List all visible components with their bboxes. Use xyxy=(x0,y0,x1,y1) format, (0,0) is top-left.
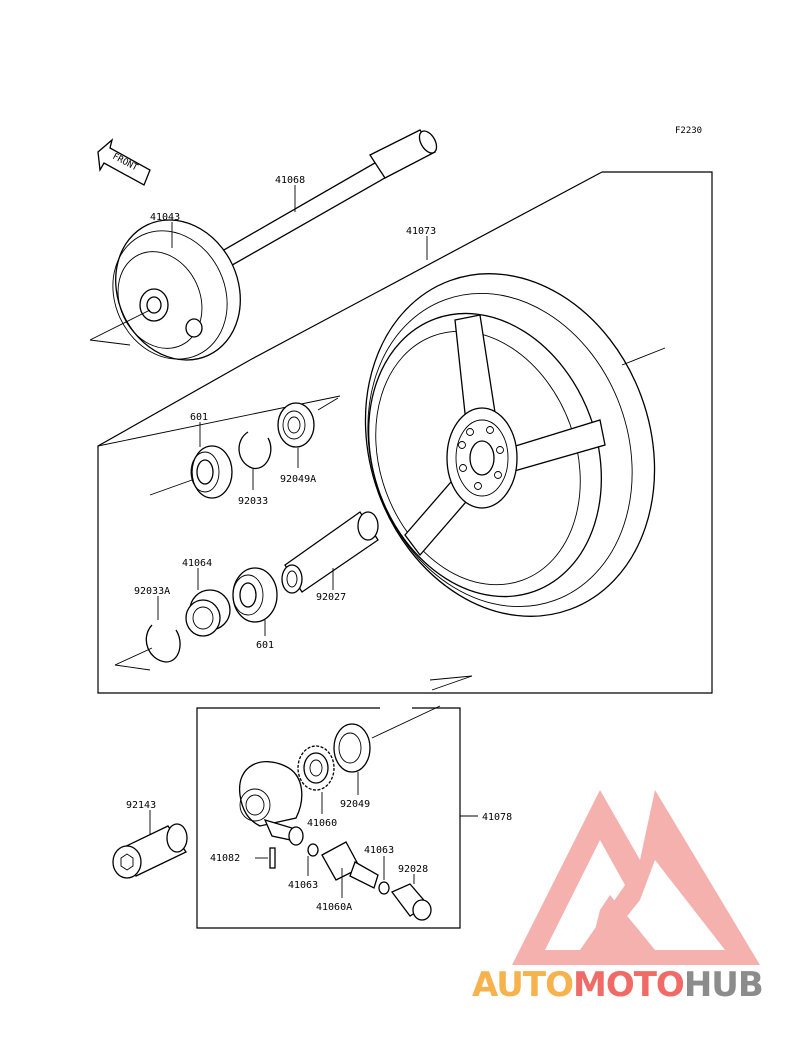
label-601-bottom: 601 xyxy=(256,640,274,651)
pinion-41060A-part xyxy=(321,841,379,889)
watermark-logo-icon xyxy=(512,790,760,965)
sleeve-92143-part xyxy=(112,823,188,879)
circlip-top-part xyxy=(238,431,272,470)
watermark-text: AUTOMOTOHUB xyxy=(472,965,764,1005)
label-41078: 41078 xyxy=(482,812,512,823)
label-92143: 92143 xyxy=(126,800,156,811)
gear-41060-part xyxy=(297,745,335,791)
label-92033A: 92033A xyxy=(134,586,170,597)
label-41073: 41073 xyxy=(406,226,436,237)
washer-right-part xyxy=(378,881,390,895)
svg-text:AUTOMOTOHUB: AUTOMOTOHUB xyxy=(472,965,763,1005)
label-41063-right: 41063 xyxy=(364,845,394,856)
label-41082: 41082 xyxy=(210,853,240,864)
bushing-92028-part xyxy=(390,883,432,921)
collar-part xyxy=(112,219,241,361)
label-601-top: 601 xyxy=(190,412,208,423)
gear-assembly-outline xyxy=(196,707,461,929)
seal-top-part xyxy=(277,402,315,448)
watermark-part2: MOTO xyxy=(573,965,684,1005)
bearing-top-part xyxy=(190,445,233,499)
pin-41082-part xyxy=(269,847,276,869)
bearing-bottom-part xyxy=(232,567,278,623)
label-41063-left: 41063 xyxy=(288,880,318,891)
gear-housing-part xyxy=(239,761,304,846)
seal-92049-part xyxy=(333,723,371,773)
washer-left-part xyxy=(307,843,319,857)
label-92027: 92027 xyxy=(316,592,346,603)
label-92049: 92049 xyxy=(340,799,370,810)
assembly-outline xyxy=(97,171,713,694)
wheel-part xyxy=(364,273,656,617)
watermark-part3: HUB xyxy=(684,965,763,1005)
watermark-part1: AUTO xyxy=(472,965,573,1005)
collar-41064-part xyxy=(185,589,231,637)
circlip-bottom-part xyxy=(145,624,181,663)
label-41064: 41064 xyxy=(182,558,212,569)
label-41060A: 41060A xyxy=(316,902,352,913)
label-92028: 92028 xyxy=(398,864,428,875)
label-41060: 41060 xyxy=(307,818,337,829)
axle-part xyxy=(208,129,438,274)
front-arrow-icon: FRONT xyxy=(97,138,151,186)
label-41043: 41043 xyxy=(150,212,180,223)
spacer-92027-part xyxy=(281,511,379,594)
figure-code: F2230 xyxy=(675,126,702,136)
label-92033: 92033 xyxy=(238,496,268,507)
label-41068: 41068 xyxy=(275,175,305,186)
label-92049A: 92049A xyxy=(280,474,316,485)
